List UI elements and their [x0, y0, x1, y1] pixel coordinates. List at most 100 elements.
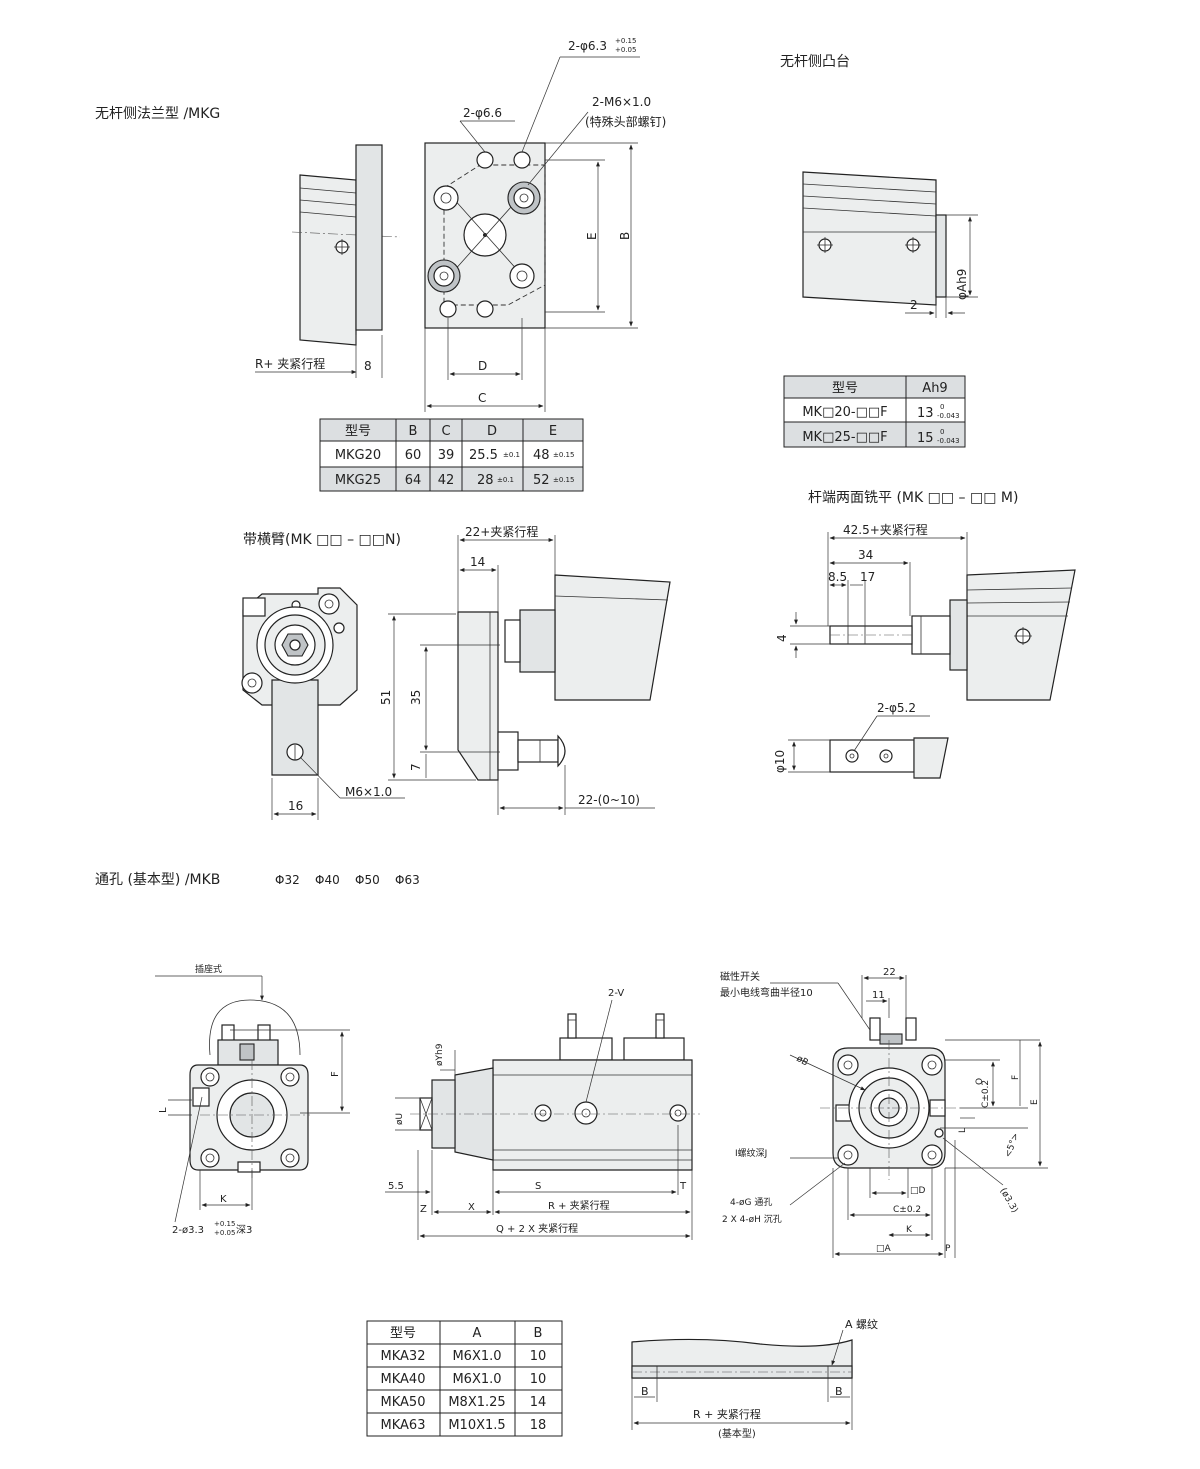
mka-row4-a: M10X1.5	[448, 1418, 505, 1433]
mka-table: 型号 A B MKA32 M6X1.0 10 MKA40 M6X1.0 10 M…	[366, 1320, 563, 1437]
mkb-left-dim-f: F	[330, 1071, 341, 1077]
mkb-right-p: P	[945, 1244, 951, 1254]
mkb-right-l: L	[958, 1128, 968, 1133]
boss-row1-model: MK□20-□□F	[802, 405, 887, 420]
mka-row3-b: 14	[530, 1395, 547, 1410]
mkb-right-switch: 磁性开关	[720, 970, 760, 983]
mkg-th-d: D	[487, 424, 497, 439]
thread-detail: A 螺纹 B B R + 夹紧行程 (基本型)	[631, 1317, 878, 1440]
mkg-row2-c: 42	[438, 473, 455, 488]
mkg-th-b: B	[409, 424, 418, 439]
mka-row2-b: 10	[530, 1372, 547, 1387]
mkb-right-c02-v: C±0.2	[981, 1080, 991, 1108]
mkb-mid-u: øU	[395, 1113, 405, 1125]
arm-title: 带横臂(MK □□ – □□N)	[243, 532, 401, 548]
mkg-th-model: 型号	[345, 424, 371, 439]
mkg-dim-d: D	[478, 359, 487, 373]
mkg-row1-b: 60	[405, 448, 422, 463]
mkb-right-33: (ø3.3)	[997, 1187, 1019, 1215]
mkg-dim-r: R+ 夹紧行程	[255, 356, 325, 371]
mkg-row2-d-tol: ±0.1	[497, 476, 514, 484]
thread-b2: B	[835, 1385, 843, 1398]
arm-dim-35: 35	[409, 690, 423, 705]
mkg-row2-e-tol: ±0.15	[553, 476, 574, 484]
mkg-row1-e: 48	[533, 448, 550, 463]
mkb-mid-2v: 2-V	[608, 988, 624, 999]
arm-dim-51: 51	[379, 690, 393, 705]
mkb-right-hole-h: 2 X 4-øH 沉孔	[722, 1214, 782, 1225]
mka-row4-b: 18	[530, 1418, 547, 1433]
mkb-right-11: 11	[872, 990, 885, 1001]
boss-title: 无杆侧凸台	[780, 54, 850, 70]
mkb-mid-r: R + 夹紧行程	[548, 1199, 610, 1212]
mkb-left-tol-dn: +0.05	[214, 1229, 235, 1237]
mka-row1-model: MKA32	[381, 1349, 426, 1364]
mkb-left-dim-l: L	[158, 1107, 169, 1113]
mkb-size-32: Φ32	[275, 873, 300, 887]
mkb-mid-x: X	[468, 1202, 475, 1213]
mkb-right-screw: I螺纹深J	[735, 1147, 767, 1159]
arm-dim-7: 7	[409, 763, 423, 771]
flat-dim-17: 17	[860, 570, 875, 584]
thread-r: R + 夹紧行程	[693, 1408, 761, 1421]
mkg-callout-screw: 2-M6×1.0	[592, 95, 651, 109]
mka-row3-model: MKA50	[381, 1395, 426, 1410]
mkb-mid-view: 2-V øYh9 øU 5.5 Z X S T R + 夹紧行程 Q + 2 X…	[385, 988, 700, 1240]
mkb-size-40: Φ40	[315, 873, 340, 887]
thread-caption: (基本型)	[718, 1427, 756, 1440]
mkg-callout-hole-b: 2-φ6.6	[463, 106, 502, 120]
thread-b1: B	[641, 1385, 649, 1398]
mka-th-b: B	[534, 1326, 543, 1341]
flat-dim-85: 8.5	[828, 570, 847, 584]
mkb-right-5deg: <5°>	[1003, 1132, 1021, 1159]
mkb-right-e: E	[1030, 1099, 1040, 1105]
mkg-section: 无杆侧法兰型 /MKG R+ 夹紧行程 8	[95, 37, 666, 492]
arm-dim-14: 14	[470, 555, 485, 569]
mkg-dim-c: C	[478, 391, 486, 405]
mkb-right-bend: 最小电线弯曲半径10	[720, 986, 813, 999]
mkb-mid-t: T	[679, 1181, 687, 1192]
mkb-right-view: 22 11 磁性开关 最小电线弯曲半径10 øB C±0.2 F O E L	[720, 967, 1048, 1258]
boss-section: 无杆侧凸台 φAh9 2 型号 Ah9 MK□20-□□F 13	[780, 54, 978, 448]
mkg-front-view: E B D C 2-φ6.3 +0.15 +0.05 2-φ6.6 2-M6×1	[424, 37, 666, 412]
mkb-size-50: Φ50	[355, 873, 380, 887]
mkb-left-dim-k: K	[220, 1194, 227, 1205]
boss-dim-2: 2	[910, 298, 918, 312]
mkb-left-depth: 深3	[236, 1224, 252, 1236]
mkb-left-tol-up: +0.15	[214, 1220, 235, 1228]
boss-row1-toldn: -0.043	[937, 412, 960, 420]
flat-dim-4: 4	[775, 634, 789, 642]
flat-title: 杆端两面铣平 (MK □□ – □□ M)	[808, 490, 1018, 506]
mkb-left-socket: 插座式	[195, 963, 222, 975]
flat-dim-10: φ10	[773, 750, 787, 773]
mkg-row2-e: 52	[533, 473, 550, 488]
mka-row2-a: M6X1.0	[452, 1372, 501, 1387]
mkg-row2-d: 28	[477, 473, 494, 488]
flat-dim-top: 42.5+夹紧行程	[843, 522, 928, 537]
boss-table: 型号 Ah9 MK□20-□□F 13 0 -0.043 MK□25-□□F 1…	[783, 375, 966, 448]
flat-section: 杆端两面铣平 (MK □□ – □□ M) 42.5+夹紧行程 34 8.5 1…	[773, 490, 1076, 779]
mkg-row2-b: 64	[405, 473, 422, 488]
mkb-section: 通孔 (基本型) /MKB Φ32 Φ40 Φ50 Φ63 F	[95, 871, 1048, 1440]
mkb-right-a: □A	[876, 1244, 892, 1254]
mkb-title: 通孔 (基本型) /MKB	[95, 871, 220, 888]
mkg-dim-b: B	[618, 232, 632, 240]
mkb-mid-s: S	[535, 1181, 541, 1192]
boss-th-model: 型号	[832, 381, 858, 396]
mkg-table: 型号 B C D E MKG20 60 39 25.5 ±0.1 48 ±0.1…	[319, 418, 584, 492]
mkg-dim-8: 8	[364, 359, 372, 373]
mka-row1-a: M6X1.0	[452, 1349, 501, 1364]
mkb-size-63: Φ63	[395, 873, 420, 887]
mkg-row1-d-tol: ±0.1	[503, 451, 520, 459]
arm-side-view: 51 35 7 22+夹紧行程 14 22-(0~10)	[379, 524, 671, 815]
mka-th-a: A	[473, 1326, 482, 1341]
mkg-th-e: E	[549, 424, 557, 439]
mkb-mid-yh9: øYh9	[435, 1043, 445, 1066]
mkg-row1-d: 25.5	[469, 448, 498, 463]
mkb-right-c02-h: C±0.2	[893, 1205, 921, 1215]
mkb-right-hole-g: 4-øG 通孔	[730, 1197, 772, 1208]
arm-dim-22: 22-(0~10)	[578, 793, 640, 807]
mkb-mid-55: 5.5	[388, 1181, 404, 1192]
boss-row2-tolup: 0	[940, 428, 944, 436]
